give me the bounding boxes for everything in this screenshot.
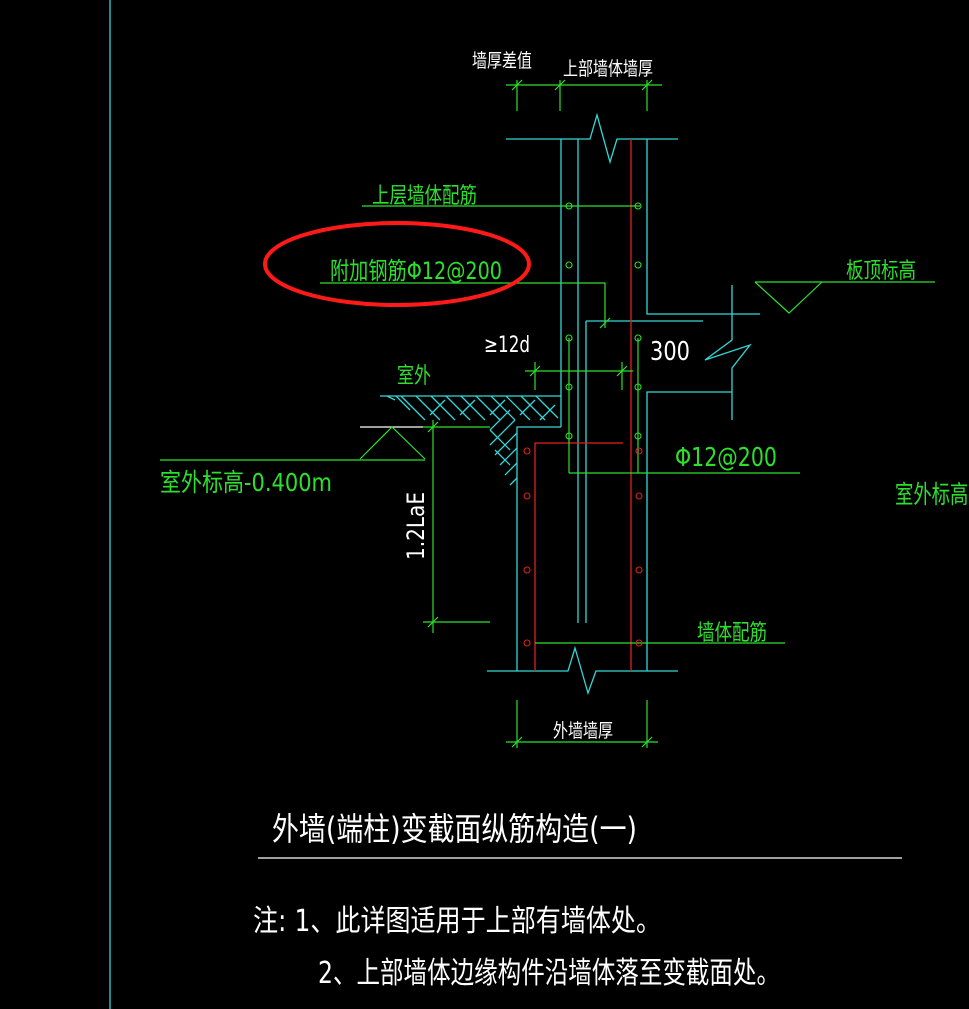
note-1: 注: 1、此详图适用于上部有墙体处。 bbox=[253, 904, 661, 939]
red-highlight-ellipse bbox=[263, 221, 531, 307]
label-rebar-spec: Φ12@200 bbox=[675, 443, 777, 473]
label-min-anchor: ≥12d bbox=[484, 333, 530, 358]
label-slab-top-elevation: 板顶标高 bbox=[846, 259, 916, 284]
label-additional-rebar: 附加钢筋Φ12@200 bbox=[330, 257, 502, 285]
outdoor-elevation-symbol bbox=[160, 426, 426, 461]
label-outdoor-elevation: 室外标高-0.400m bbox=[160, 468, 332, 497]
ground-hatch bbox=[386, 395, 559, 486]
label-outdoor: 室外 bbox=[397, 364, 431, 389]
rebar-red bbox=[534, 139, 632, 671]
label-upper-wall-rebar: 上层墙体配筋 bbox=[372, 184, 477, 209]
slab-top-elevation-symbol bbox=[754, 281, 935, 314]
bottom-dimension bbox=[506, 700, 658, 748]
label-wall-rebar: 墙体配筋 bbox=[697, 621, 767, 646]
drawing-title: 外墙(端柱)变截面纵筋构造(一) bbox=[272, 810, 637, 848]
label-dim-300: 300 bbox=[650, 337, 690, 367]
rebar-sections bbox=[523, 202, 643, 647]
top-dimension bbox=[506, 79, 662, 111]
label-anchor-length: 1.2LaE bbox=[402, 492, 430, 560]
note-2: 2、上部墙体边缘构件沿墙体落至变截面处。 bbox=[318, 956, 780, 991]
anchor-dimension bbox=[423, 420, 490, 633]
rebar-green bbox=[320, 205, 800, 644]
label-wall-thickness-diff: 墙厚差值 bbox=[472, 50, 532, 72]
label-upper-wall-thickness: 上部墙体墙厚 bbox=[563, 58, 653, 80]
label-outer-wall-thickness: 外墙墙厚 bbox=[553, 720, 613, 742]
label-outdoor-elevation-right: 室外标高- bbox=[895, 480, 969, 509]
